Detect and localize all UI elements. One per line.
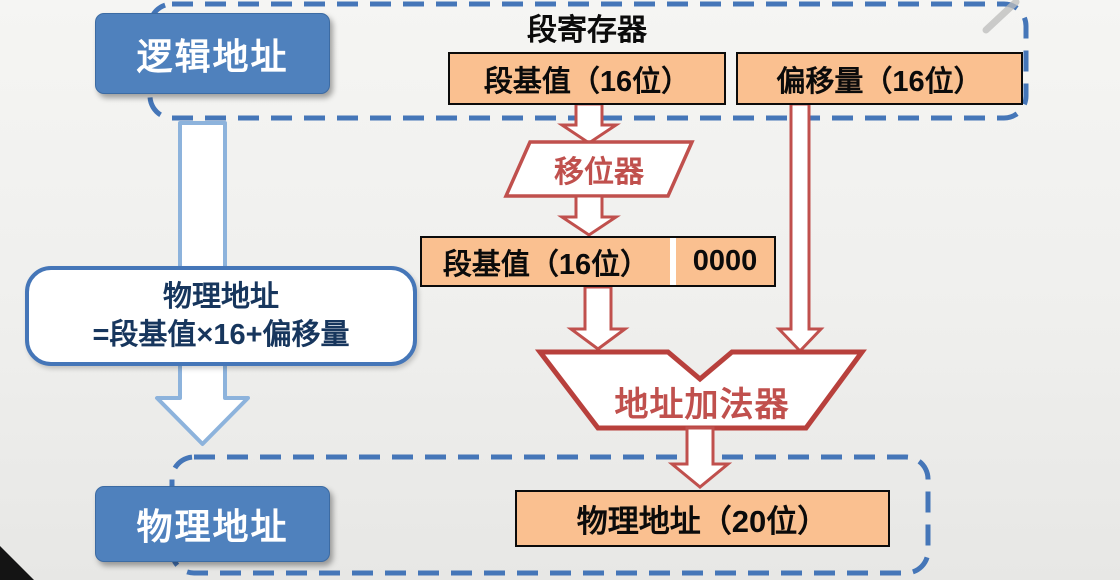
shifted-base-label: 段基值（16位） <box>442 248 650 281</box>
formula-line1: 物理地址 <box>162 280 279 313</box>
segment-register-title: 段寄存器 <box>527 14 647 47</box>
down-arrow-icon <box>566 285 630 351</box>
down-arrow-icon <box>667 426 733 489</box>
shifted-value-box: 段基值（16位） 0000 <box>420 236 776 287</box>
shifter-parallelogram <box>503 140 695 198</box>
physical-address-box: 物理地址 <box>95 486 330 562</box>
corner-fold <box>0 546 34 580</box>
formula-line2: =段基值×16+偏移量 <box>92 319 350 351</box>
down-arrow-icon <box>557 102 621 145</box>
offset-box: 偏移量（16位） <box>736 52 1023 105</box>
formula-box: 物理地址 =段基值×16+偏移量 <box>25 266 417 366</box>
down-arrow-icon <box>557 194 621 237</box>
logical-address-box: 逻辑地址 <box>95 13 330 94</box>
shifted-box-divider <box>670 238 676 285</box>
screen-artifact <box>982 0 1020 34</box>
physical-result-box: 物理地址（20位） <box>515 490 890 547</box>
shifter-label: 移位器 <box>554 156 644 189</box>
adder-label: 地址加法器 <box>614 385 790 424</box>
offset-down-arrow-icon <box>775 102 825 354</box>
address-adder-shape <box>534 349 867 431</box>
segment-base-box: 段基值（16位） <box>448 52 726 105</box>
appended-zeros-label: 0000 <box>692 245 758 277</box>
